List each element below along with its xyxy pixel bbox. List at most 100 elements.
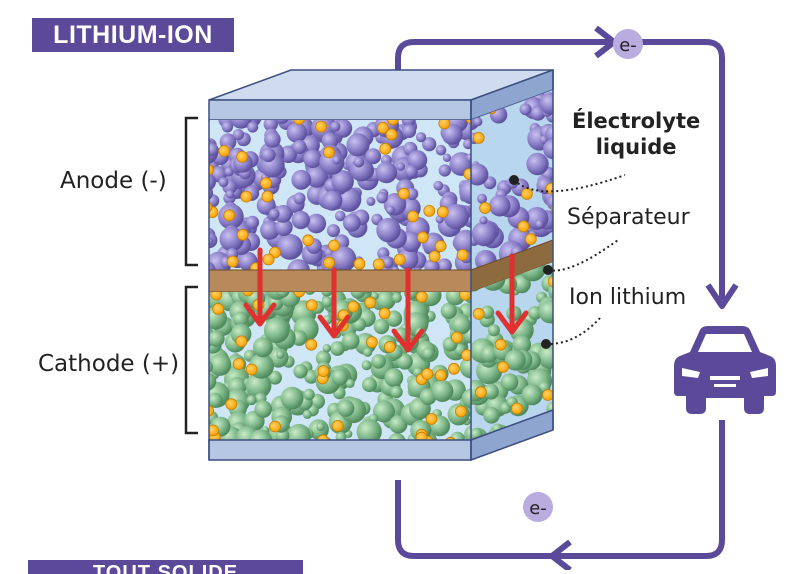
- particle: [373, 400, 395, 423]
- particle: [232, 129, 244, 141]
- particle: [376, 192, 388, 204]
- particle: [500, 373, 519, 391]
- electrolyte-label-line1: Électrolyte: [572, 109, 701, 133]
- particle: [471, 221, 497, 247]
- particle: [546, 194, 553, 211]
- lithium-ion: [415, 292, 428, 303]
- particle: [346, 133, 370, 157]
- particle: [209, 372, 217, 391]
- particle: [263, 317, 290, 344]
- lithium-ion: [385, 128, 398, 141]
- particle: [321, 296, 333, 308]
- particle: [246, 395, 257, 406]
- lithium-ion: [261, 190, 274, 203]
- particle: [483, 407, 500, 424]
- top-plate-front: [208, 99, 472, 121]
- particle: [435, 144, 447, 156]
- particle: [331, 170, 354, 193]
- particle: [225, 189, 235, 199]
- particle: [459, 178, 471, 205]
- electron-bottom-bubble: [523, 492, 553, 522]
- lithium-ion: [209, 424, 219, 437]
- particle: [277, 234, 303, 260]
- circuit-wire-top: [395, 39, 725, 300]
- particle: [356, 419, 382, 440]
- title-banner: LITHIUM-ION: [32, 18, 234, 52]
- particle: [221, 121, 234, 133]
- particle: [422, 137, 437, 152]
- particle: [365, 148, 382, 165]
- electron-bottom-label: e-: [529, 498, 547, 519]
- particle: [353, 156, 365, 168]
- lithium-ion: [305, 338, 318, 351]
- particle: [528, 306, 542, 320]
- particle: [366, 196, 376, 206]
- particle: [269, 208, 280, 220]
- particle: [249, 429, 273, 440]
- lithium-ion: [521, 187, 533, 200]
- lithium-ion: [226, 255, 239, 268]
- particle: [322, 190, 343, 211]
- particle: [274, 120, 289, 125]
- lithium-ion: [372, 258, 385, 270]
- particle: [361, 360, 372, 371]
- lithium-ion: [517, 220, 530, 233]
- particle: [287, 259, 310, 270]
- particle: [512, 274, 531, 294]
- particle: [512, 335, 532, 354]
- lithium-ion: [465, 120, 471, 125]
- particle: [459, 356, 471, 379]
- particle: [293, 192, 306, 205]
- particle: [461, 388, 471, 409]
- particle: [209, 392, 223, 408]
- cathode-label: Cathode (+): [38, 351, 180, 377]
- lithium-ion: [416, 231, 429, 244]
- anode-bracket: [184, 116, 198, 267]
- particle: [504, 349, 526, 371]
- lithium-ion: [415, 431, 428, 440]
- lithium-ion: [472, 307, 485, 320]
- particle: [431, 379, 454, 402]
- particle: [373, 318, 390, 335]
- electrolyte-leader: [513, 174, 626, 193]
- particle: [342, 214, 361, 232]
- particle: [433, 180, 444, 191]
- particle: [538, 300, 553, 324]
- lithium-ion: [305, 299, 318, 312]
- lithium-ion: [406, 210, 419, 223]
- particle: [489, 195, 511, 217]
- particle: [330, 121, 341, 132]
- particle: [443, 204, 469, 230]
- particle: [247, 121, 259, 133]
- particle: [280, 386, 304, 410]
- lithium-ion: [423, 204, 436, 217]
- particle: [535, 219, 544, 229]
- particle: [545, 124, 553, 144]
- particle: [291, 330, 307, 346]
- lithium-ion: [232, 358, 245, 370]
- lithium-ion: [497, 361, 509, 373]
- lithium-ion: [347, 300, 360, 313]
- circuit-wire-bottom: [395, 420, 725, 559]
- lithium-ion: [364, 296, 377, 309]
- lithium-ion: [454, 405, 467, 418]
- particle: [375, 161, 398, 184]
- lithium-ion: [450, 331, 463, 344]
- particle: [209, 360, 213, 373]
- particle: [371, 354, 386, 369]
- lithium-ion: [245, 363, 258, 376]
- particle: [209, 330, 225, 347]
- particle: [519, 103, 532, 116]
- particle: [363, 347, 373, 357]
- particle: [483, 383, 499, 400]
- lithium-ion: [212, 302, 225, 315]
- particle: [350, 292, 366, 299]
- lithium-ion: [511, 402, 523, 415]
- lithium-ion: [209, 163, 214, 176]
- particle: [345, 379, 355, 388]
- particle: [209, 353, 232, 376]
- particle: [321, 132, 339, 149]
- lithium-ion: [397, 187, 410, 200]
- lithium-ion: [393, 253, 406, 266]
